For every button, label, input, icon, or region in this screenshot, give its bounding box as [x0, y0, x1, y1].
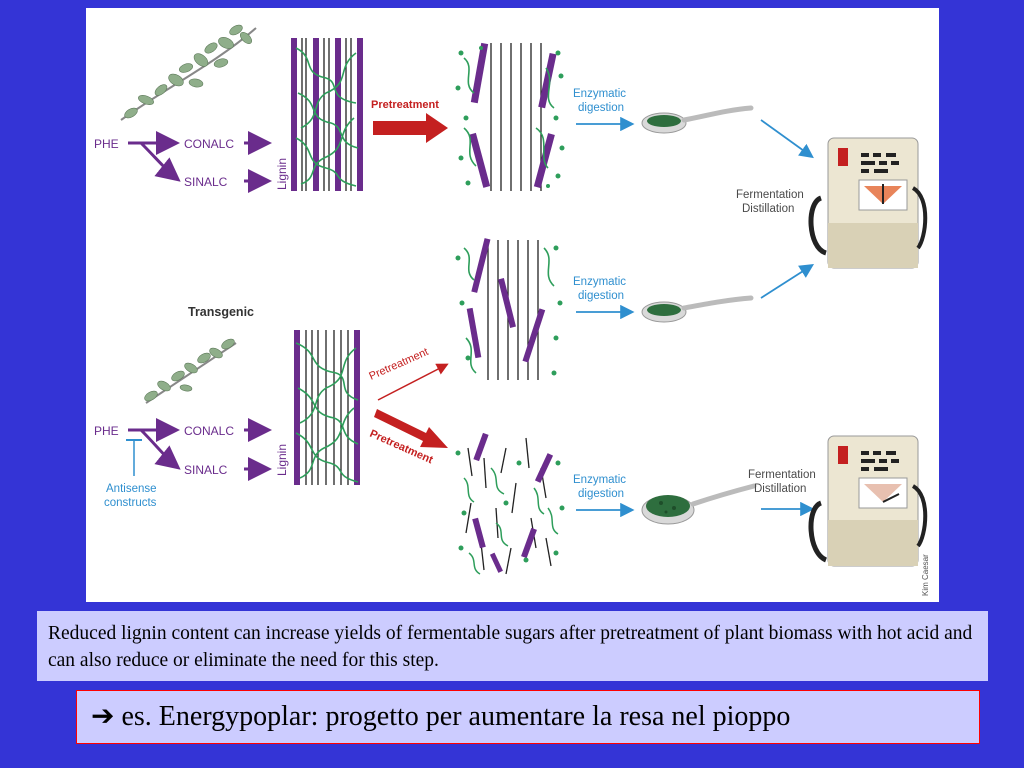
arrow-icon: ➔ — [91, 701, 115, 732]
pretreatment-label-top: Pretreatment — [371, 99, 439, 111]
fermentation-bottom: Fermentation Distillation — [748, 469, 816, 517]
note-text: es. Energypoplar: progetto per aumentare… — [114, 701, 791, 732]
lignin-label-top: Lignin — [275, 158, 289, 190]
enzymatic-label-top-1: Enzymatic — [573, 88, 626, 100]
antisense-label-2: constructs — [104, 497, 157, 509]
note-box: ➔ es. Energypoplar: progetto per aumenta… — [76, 690, 980, 744]
loosened-bundle-middle — [455, 238, 563, 380]
fermentation-label-bottom-2: Distillation — [754, 483, 806, 495]
loosened-bundle-top — [455, 42, 565, 191]
transgenic-title: Transgenic — [188, 305, 254, 319]
fuel-pump-icon-bottom — [808, 435, 928, 567]
credit-label: Kim Caesar — [921, 554, 930, 596]
fermentation-label-top-2: Distillation — [742, 203, 794, 215]
pretreatment-arrow-transgenic-lower: Pretreatment — [368, 409, 448, 466]
enzymatic-label-bottom-1: Enzymatic — [573, 474, 626, 486]
pathway-top: PHE CONALC SINALC Lignin — [94, 131, 289, 193]
spoon-icon-top — [641, 105, 754, 134]
enzymatic-digestion-middle: Enzymatic digestion — [573, 276, 635, 320]
spoon-icon-middle — [641, 295, 754, 323]
plant-icon-transgenic — [144, 338, 237, 404]
sinalc-label-transgenic: SINALC — [184, 463, 228, 477]
fermentation-label-bottom-1: Fermentation — [748, 469, 816, 481]
pathway-transgenic: PHE CONALC SINALC Antisense constructs L… — [94, 418, 289, 509]
plant-icon-top — [120, 24, 257, 121]
pretreatment-arrow-transgenic-upper: Pretreatment — [367, 346, 449, 401]
phe-label-transgenic: PHE — [94, 424, 119, 438]
fuel-pump-icon-top — [808, 137, 928, 269]
conalc-label: CONALC — [184, 137, 234, 151]
enzymatic-label-top-2: digestion — [578, 102, 624, 114]
enzymatic-digestion-bottom: Enzymatic digestion — [573, 474, 635, 518]
phe-label: PHE — [94, 137, 119, 151]
fiber-bundle-transgenic — [294, 330, 360, 485]
sinalc-label: SINALC — [184, 175, 228, 189]
fragmented-bundle-bottom — [455, 432, 565, 575]
spoon-icon-bottom — [641, 483, 757, 525]
fiber-bundle-top — [291, 38, 363, 191]
antisense-label-1: Antisense — [106, 483, 157, 495]
biomass-figure: PHE CONALC SINALC Lignin Pretreatment — [86, 8, 939, 602]
pretreatment-arrow-top: Pretreatment — [371, 99, 448, 143]
enzymatic-label-mid-2: digestion — [578, 290, 624, 302]
fermentation-top: Fermentation Distillation — [736, 189, 804, 215]
caption-box: Reduced lignin content can increase yiel… — [37, 611, 988, 681]
fermentation-label-top-1: Fermentation — [736, 189, 804, 201]
lignin-label-transgenic: Lignin — [275, 444, 289, 476]
enzymatic-digestion-top: Enzymatic digestion — [573, 88, 635, 132]
conalc-label-transgenic: CONALC — [184, 424, 234, 438]
enzymatic-label-bottom-2: digestion — [578, 488, 624, 500]
enzymatic-label-mid-1: Enzymatic — [573, 276, 626, 288]
